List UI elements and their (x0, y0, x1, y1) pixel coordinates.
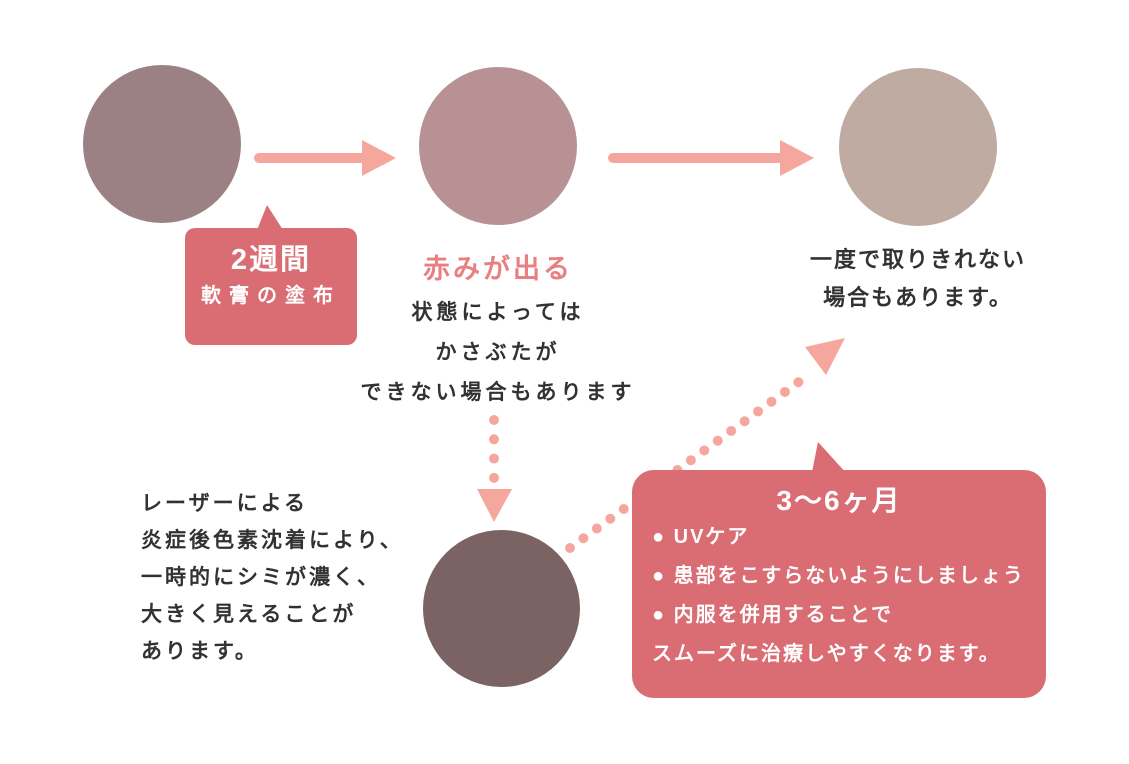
stage-circle-redness (419, 67, 577, 225)
callout-3to6months-line: ● 患部をこすらないようにしましょう (652, 565, 1025, 587)
result-caption-line: 一度で取りきれない (809, 247, 1026, 272)
redness-caption-line: かさぶたが (435, 341, 561, 364)
redness-caption: 状態によっては かさぶたが できない場合もあります (338, 293, 658, 413)
arrow-right-icon (254, 140, 396, 176)
callout-2weeks-subtitle: 軟膏の塗布 (201, 285, 341, 307)
callout-3to6months-title: 3〜6ヶ月 (776, 485, 902, 516)
callout-pointer-up-icon (257, 205, 283, 230)
result-caption: 一度で取りきれない 場合もあります。 (758, 241, 1078, 317)
redness-heading: 赤みが出る (423, 254, 573, 284)
pigmentation-note-line: あります。 (141, 640, 259, 663)
redness-caption-line: できない場合もあります (360, 381, 636, 404)
callout-3to6months-line: ● UVケア (652, 526, 750, 548)
pigmentation-note-line: 大きく見えることが (141, 603, 357, 626)
pigmentation-note-line: レーザーによる (141, 492, 308, 515)
pigmentation-note: レーザーによる 炎症後色素沈着により、 一時的にシミが濃く、 大きく見えることが… (141, 485, 451, 670)
arrow-right-icon (608, 140, 814, 176)
redness-caption-line: 状態によっては (411, 301, 585, 324)
callout-2weeks-title: 2週間 (230, 244, 312, 276)
callout-3to6months-line: ● 内服を併用することで (652, 604, 894, 626)
stage-circle-pigmentation (423, 530, 580, 687)
callout-2weeks: 2週間 軟膏の塗布 (185, 228, 357, 345)
pigmentation-note-line: 一時的にシミが濃く、 (141, 566, 381, 589)
dotted-arrow-down-icon (477, 415, 512, 522)
stage-circle-after-laser (83, 65, 241, 223)
callout-pointer-up-icon (811, 442, 847, 477)
callout-3to6months: 3〜6ヶ月 ● UVケア ● 患部をこすらないようにしましょう ● 内服を併用す… (632, 470, 1046, 698)
dotted-arrow-up-right-icon (565, 338, 845, 553)
result-caption-line: 場合もあります。 (823, 285, 1013, 310)
callout-3to6months-line: スムーズに治療しやすくなります。 (652, 643, 1001, 665)
stage-circle-result (839, 68, 997, 226)
pigmentation-note-line: 炎症後色素沈着により、 (141, 529, 404, 552)
